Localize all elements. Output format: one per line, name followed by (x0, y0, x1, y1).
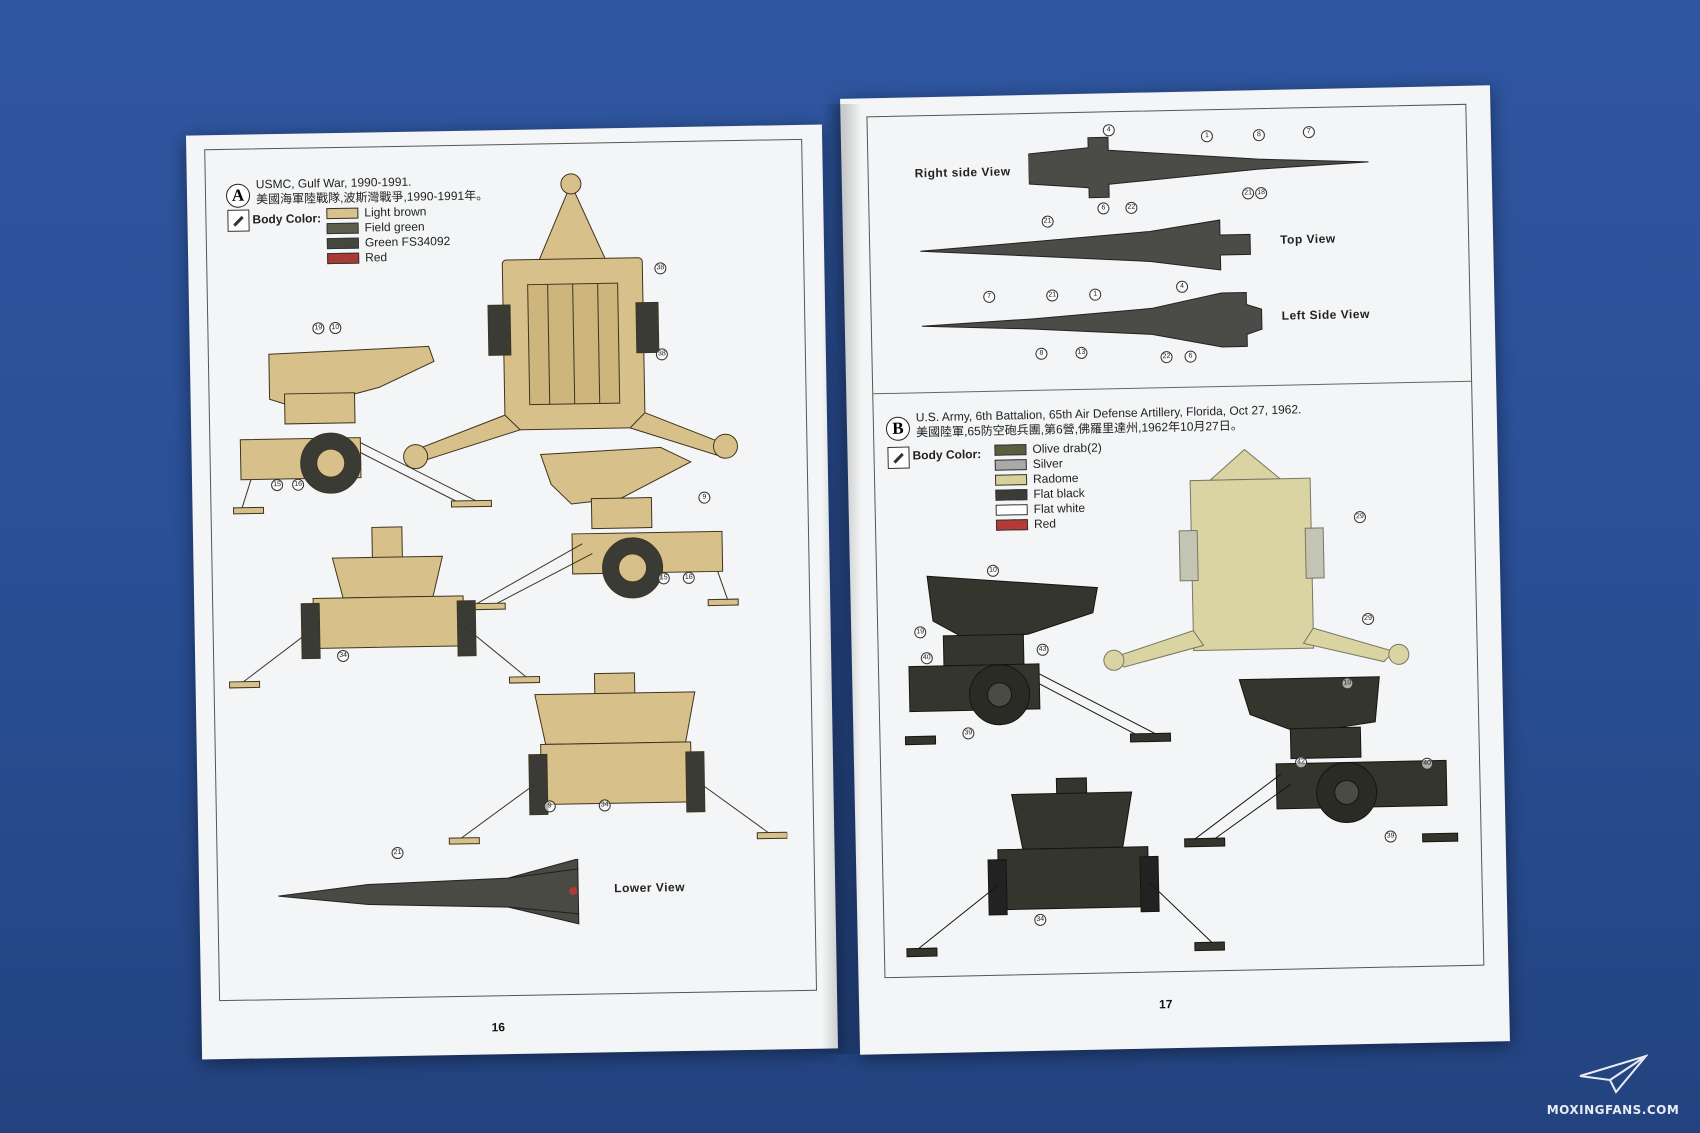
missile-right-side-view (1027, 136, 1369, 199)
body-color-label: Body Color: (912, 447, 982, 463)
color-name: Flat black (1033, 485, 1085, 501)
color-swatch (326, 237, 359, 249)
color-swatch (995, 503, 1028, 516)
launcher-side-illustration (232, 345, 493, 515)
site-watermark: MOXINGFANS.COM (1538, 1054, 1688, 1117)
missile-left-side-view (921, 291, 1263, 348)
body-color-label: Body Color: (252, 211, 322, 227)
color-swatch (326, 222, 359, 234)
color-name: Radome (1032, 471, 1079, 486)
part-callout: 6 (1184, 350, 1197, 363)
paintbrush-icon (887, 446, 910, 469)
color-legend-item: Flat black (995, 486, 1085, 502)
book-gutter (822, 104, 862, 1054)
page-number: 17 (1158, 997, 1173, 1012)
color-swatch (995, 518, 1029, 531)
missile-lower-view (278, 858, 580, 925)
color-name: Red (365, 250, 388, 265)
paintbrush-icon (227, 209, 250, 232)
color-swatch (995, 488, 1028, 501)
color-swatch (326, 207, 359, 219)
part-callout: 21 (391, 846, 404, 860)
launcher-front-illustration (403, 173, 738, 470)
launcher-rear-illustration (906, 777, 1226, 958)
part-callout: 19 (312, 322, 325, 335)
color-swatch (994, 458, 1027, 471)
lower-view-label: Lower View (614, 880, 686, 896)
launcher-rear-illustration (229, 526, 541, 689)
color-name: Silver (1032, 456, 1063, 471)
page-frame: A USMC, Gulf War, 1990-1991. 美國海軍陸戰隊,波斯灣… (204, 138, 818, 1002)
launcher-side-illustration-2 (464, 446, 739, 611)
color-name: Red (1033, 516, 1057, 531)
launcher-side-illustration-2 (1184, 676, 1459, 848)
instruction-booklet: A USMC, Gulf War, 1990-1991. 美國海軍陸戰隊,波斯灣… (185, 78, 1510, 1060)
color-name: Flat white (1033, 500, 1086, 516)
section-letter: A (225, 183, 251, 208)
color-legend-item: Red (995, 516, 1057, 531)
color-legend-item: Silver (994, 456, 1063, 471)
part-callout: 10 (329, 321, 342, 335)
launcher-side-illustration (904, 575, 1172, 746)
part-callout: 22 (1160, 351, 1173, 364)
paper-plane-icon (1579, 1054, 1649, 1094)
left-side-view-label: Left Side View (1281, 306, 1370, 323)
color-swatch (327, 252, 360, 264)
right-side-view-label: Right side View (914, 164, 1011, 181)
color-legend-item: Olive drab(2) (994, 441, 1102, 457)
page-frame: Right side View Top View Left Side View … (866, 103, 1485, 979)
page-number: 16 (491, 1020, 506, 1035)
color-swatch (994, 473, 1028, 486)
color-legend-item: Radome (994, 471, 1079, 487)
section-letter: B (885, 416, 911, 442)
launcher-rear-illustration-2 (448, 672, 788, 845)
watermark-text: MOXINGFANS.COM (1546, 1103, 1680, 1117)
missile-top-view (920, 219, 1251, 271)
color-swatch (994, 443, 1027, 456)
page-left: A USMC, Gulf War, 1990-1991. 美國海軍陸戰隊,波斯灣… (185, 124, 839, 1060)
page-right: Right side View Top View Left Side View … (840, 85, 1510, 1055)
section-divider (873, 380, 1472, 395)
color-legend-item: Red (327, 250, 387, 265)
color-legend-item: Flat white (995, 500, 1086, 517)
top-view-label: Top View (1279, 231, 1336, 247)
launcher-front-illustration (1103, 448, 1410, 671)
